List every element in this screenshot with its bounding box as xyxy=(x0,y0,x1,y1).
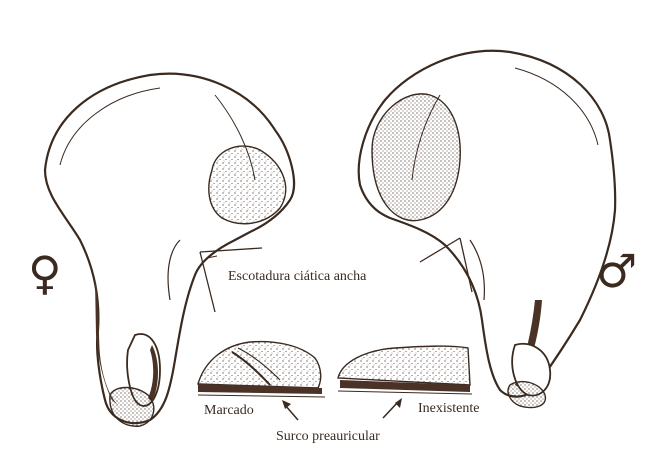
arrow-marked xyxy=(282,400,298,420)
absent-label: Inexistente xyxy=(418,402,479,416)
sciatic-notch-label: Escotadura ciática ancha xyxy=(228,270,366,284)
arrow-absent xyxy=(383,398,402,418)
female-symbol: ♀ xyxy=(28,250,62,296)
marked-label: Marcado xyxy=(204,404,254,418)
male-symbol: ♂ xyxy=(596,248,637,294)
preauricular-absent-detail xyxy=(338,346,472,394)
preauricular-marked-detail xyxy=(198,342,325,397)
male-auricular-surface xyxy=(372,94,460,221)
preauricular-sulcus-label: Surco preauricular xyxy=(276,430,380,444)
